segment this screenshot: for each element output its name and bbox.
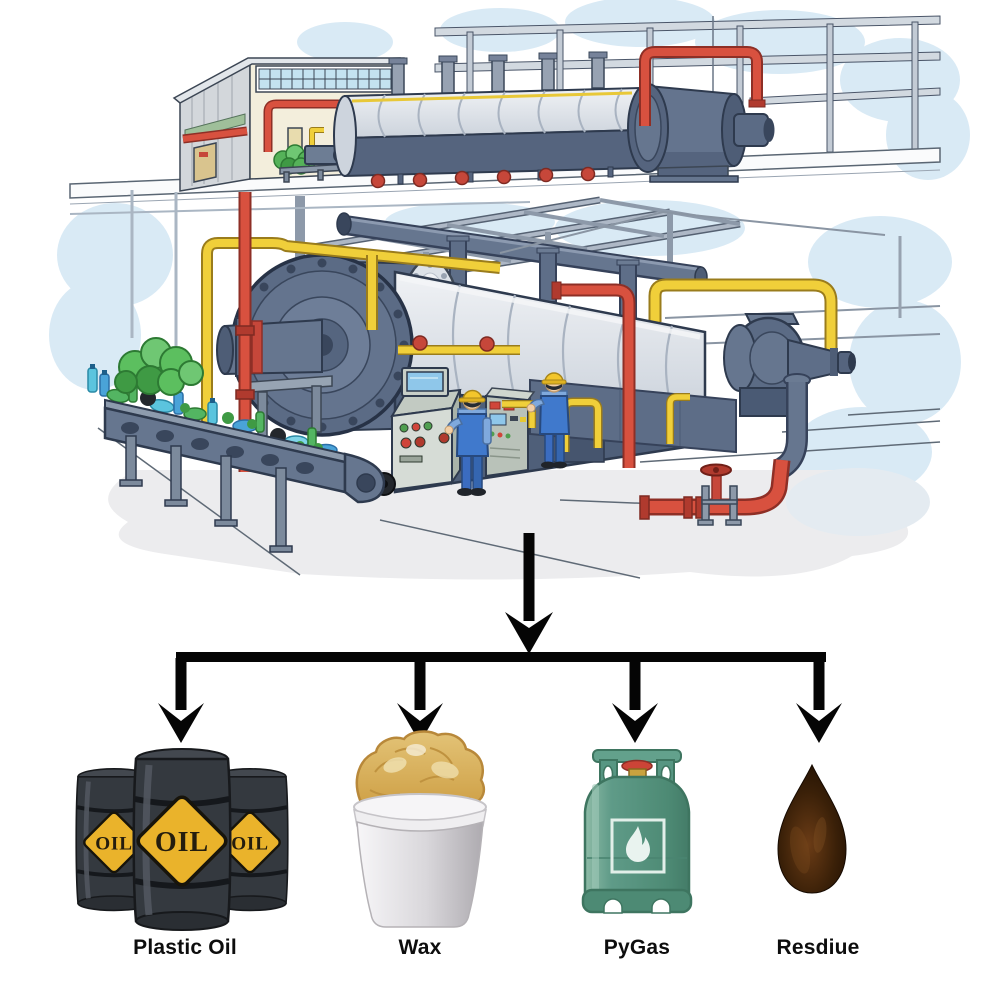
product-icons: OIL OIL OIL [75,730,847,931]
console-buttons [399,421,450,463]
flame-label-frame [610,818,666,874]
floor-blue-tint [786,468,930,536]
building-door [193,142,217,183]
product-label-plastic-oil: Plastic Oil [133,936,237,959]
flow-bar [176,652,826,662]
oil-barrel-text: OIL [155,827,209,858]
red-floor-pipe [639,459,791,526]
worker-at-pipe [502,372,571,469]
window-band [255,65,399,93]
flow-arrow-wax [397,658,443,743]
flow-arrow-main-stem [523,533,535,621]
product-label-pygas: PyGas [603,936,671,959]
worker-hand [444,425,454,435]
flow-arrows [158,533,842,743]
worker-at-console [444,389,492,496]
frame-holes [121,422,314,474]
ceiling-lines [499,210,886,254]
conveyor-with-plastic-waste [87,337,386,553]
flow-arrow-residue [796,658,842,743]
illustration-top-scene [69,0,970,205]
vent-stubs [388,51,608,97]
yellow-pipe-reactor-front [398,335,520,355]
pipe-stand [697,485,742,526]
upper-burner-unit [627,46,775,183]
flow-arrow-plastic-oil [158,658,204,743]
control-console-1 [390,367,462,492]
platform-underside-line [69,169,941,205]
upper-yellow-line [351,91,633,103]
background-railings [434,15,941,168]
upper-reactor [333,51,641,189]
oil-barrel-text: OIL [95,834,133,855]
product-label-wax: Wax [398,936,442,959]
flame-icon [626,826,650,862]
oil-barrel-text: OIL [231,834,269,855]
flow-arrow-pygas [612,658,658,743]
background-fence-right [664,236,941,346]
red-valve-wheels [370,166,596,189]
bush-big [114,337,204,396]
product-label-residue: Resdiue [776,936,860,959]
control-console-2 [484,387,536,478]
illustration-bottom-scene [49,190,961,580]
cylinder-base [581,888,693,914]
door-sign [199,152,208,157]
flow-arrow-main-head [505,612,553,654]
console-screen [406,371,444,392]
wax-tub-icon [353,730,487,928]
conveyor-legs [119,435,293,553]
residue-drop-icon [777,763,847,894]
gas-cylinder-icon [581,749,693,914]
oil-barrels-icon: OIL OIL OIL [75,748,289,931]
